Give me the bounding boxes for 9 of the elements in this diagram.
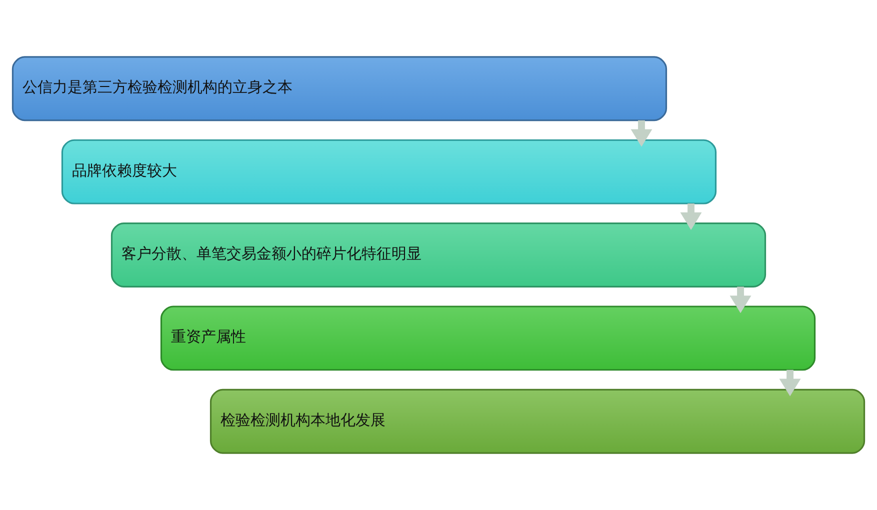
node-box: 品牌依赖度较大 <box>61 139 717 204</box>
node-box: 重资产属性 <box>160 306 816 371</box>
node-box: 检验检测机构本地化发展 <box>210 388 866 454</box>
arrow <box>680 204 702 230</box>
node-box: 公信力是第三方检验检测机构的立身之本 <box>12 56 668 122</box>
arrow <box>630 120 652 147</box>
arrow <box>779 370 801 396</box>
arrow <box>730 286 752 314</box>
node-box: 客户分散、单笔交易金额小的碎片化特征明显 <box>110 222 766 288</box>
